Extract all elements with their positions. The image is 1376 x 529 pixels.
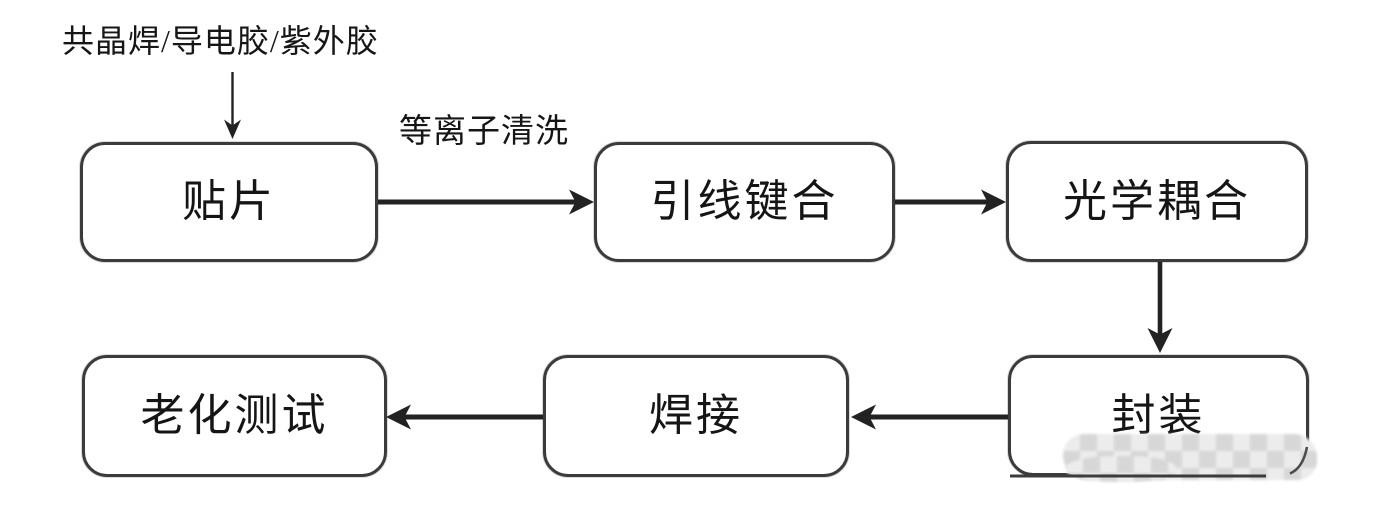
edge-die-attach-to-wire-bonding: [378, 189, 594, 215]
annotation-down-arrow: [224, 72, 241, 139]
edge-soldering-to-aging-test: [386, 404, 543, 430]
node-optical-coupling-label: 光学耦合: [1063, 176, 1251, 226]
node-aging-test-label: 老化测试: [140, 391, 329, 440]
annotation-die-attach-methods: 共晶焊/导电胶/紫外胶: [62, 23, 379, 59]
node-wire-bonding: 引线键合: [594, 142, 895, 262]
edge-packaging-to-soldering: [851, 404, 1008, 430]
edge-optical-coupling-to-packaging: [1147, 262, 1173, 353]
watermark-mosaic-lobe: [1066, 456, 1176, 482]
edge-label-plasma-cleaning: 等离子清洗: [399, 114, 569, 150]
node-aging-test: 老化测试: [82, 355, 387, 477]
node-wire-bonding-label: 引线键合: [650, 177, 839, 226]
node-die-attach-label: 贴片: [182, 177, 276, 226]
edge-wire-bonding-to-optical-coupling: [895, 189, 1006, 215]
node-die-attach: 贴片: [80, 142, 378, 262]
node-soldering-label: 焊接: [649, 391, 743, 440]
node-soldering: 焊接: [543, 355, 849, 477]
node-optical-coupling: 光学耦合: [1006, 141, 1308, 262]
node-packaging-label: 封装: [1111, 390, 1206, 440]
